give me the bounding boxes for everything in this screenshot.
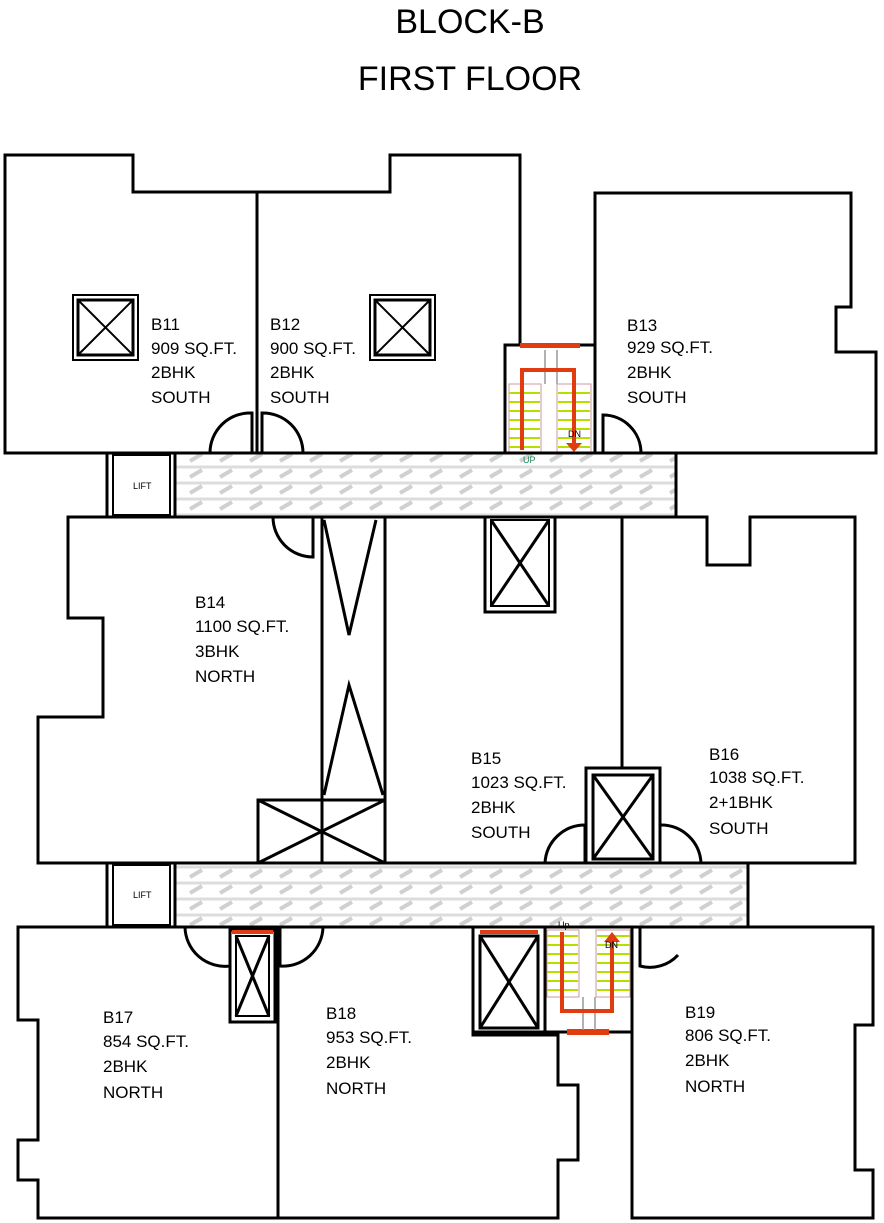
svg-text:B12: B12 bbox=[270, 315, 300, 334]
svg-text:B17: B17 bbox=[103, 1008, 133, 1027]
unit-b11-outline bbox=[3, 153, 259, 455]
lower-staircase: Up DN bbox=[543, 920, 634, 1035]
lower-stair-dn-label: DN bbox=[605, 940, 618, 950]
door-b12 bbox=[260, 411, 305, 454]
svg-text:3BHK: 3BHK bbox=[195, 642, 240, 661]
svg-text:SOUTH: SOUTH bbox=[151, 388, 211, 407]
svg-text:1100 SQ.FT.: 1100 SQ.FT. bbox=[195, 617, 289, 636]
svg-text:2BHK: 2BHK bbox=[471, 798, 516, 817]
unit-label-b12: B12 900 SQ.FT. 2BHK SOUTH bbox=[270, 315, 356, 407]
arrow-up-icon bbox=[604, 932, 620, 942]
svg-text:806 SQ.FT.: 806 SQ.FT. bbox=[685, 1026, 771, 1045]
duct-b12 bbox=[369, 294, 436, 361]
svg-text:2BHK: 2BHK bbox=[270, 363, 315, 382]
upper-stair-dn-label: DN bbox=[568, 429, 581, 439]
door-b15 bbox=[543, 823, 587, 864]
door-b19 bbox=[638, 927, 680, 969]
unit-b15-outline bbox=[385, 515, 624, 768]
door-b17 bbox=[183, 926, 232, 968]
svg-text:SOUTH: SOUTH bbox=[709, 819, 769, 838]
lift-lower-label: LIFT bbox=[133, 890, 152, 900]
svg-text:953 SQ.FT.: 953 SQ.FT. bbox=[326, 1028, 412, 1047]
svg-text:B15: B15 bbox=[471, 749, 501, 768]
svg-text:854 SQ.FT.: 854 SQ.FT. bbox=[103, 1032, 189, 1051]
unit-label-b13: B13 929 SQ.FT. 2BHK SOUTH bbox=[627, 316, 713, 407]
svg-text:2BHK: 2BHK bbox=[326, 1053, 371, 1072]
door-b14 bbox=[271, 516, 315, 559]
stair-arrow bbox=[520, 368, 576, 450]
svg-text:1023 SQ.FT.: 1023 SQ.FT. bbox=[471, 773, 566, 792]
svg-text:B13: B13 bbox=[627, 316, 657, 335]
block-title: BLOCK-B bbox=[395, 3, 544, 41]
lower-stair-up-label: Up bbox=[558, 920, 570, 930]
unit-b19-outline bbox=[630, 925, 875, 1220]
svg-text:2BHK: 2BHK bbox=[685, 1051, 730, 1070]
door-b11 bbox=[208, 411, 254, 454]
arrow-down-icon bbox=[566, 443, 582, 452]
elevator-mid-bottom bbox=[584, 766, 662, 865]
elevator-mid-top bbox=[483, 515, 557, 614]
door-b13 bbox=[601, 413, 643, 454]
svg-text:2BHK: 2BHK bbox=[151, 363, 196, 382]
svg-text:NORTH: NORTH bbox=[103, 1083, 163, 1102]
svg-text:NORTH: NORTH bbox=[685, 1077, 745, 1096]
unit-label-b17: B17 854 SQ.FT. 2BHK NORTH bbox=[103, 1008, 189, 1102]
svg-text:909 SQ.FT.: 909 SQ.FT. bbox=[151, 339, 237, 358]
svg-text:B18: B18 bbox=[326, 1004, 356, 1023]
upper-staircase: DN bbox=[503, 343, 597, 455]
unit-label-b14: B14 1100 SQ.FT. 3BHK NORTH bbox=[195, 593, 289, 686]
lift-upper-label: LIFT bbox=[133, 481, 152, 491]
door-b18 bbox=[278, 926, 325, 968]
svg-text:2+1BHK: 2+1BHK bbox=[709, 793, 773, 812]
unit-label-b19: B19 806 SQ.FT. 2BHK NORTH bbox=[685, 1003, 771, 1096]
unit-b13-outline bbox=[593, 191, 878, 455]
floor-title: FIRST FLOOR bbox=[358, 60, 582, 98]
svg-text:SOUTH: SOUTH bbox=[627, 388, 687, 407]
svg-text:1038 SQ.FT.: 1038 SQ.FT. bbox=[709, 768, 804, 787]
svg-text:NORTH: NORTH bbox=[326, 1079, 386, 1098]
svg-text:900 SQ.FT.: 900 SQ.FT. bbox=[270, 339, 356, 358]
svg-text:2BHK: 2BHK bbox=[103, 1057, 148, 1076]
svg-text:SOUTH: SOUTH bbox=[471, 823, 531, 842]
svg-text:B16: B16 bbox=[709, 745, 739, 764]
upper-stair-up-label: UP bbox=[523, 455, 536, 465]
svg-text:NORTH: NORTH bbox=[195, 667, 255, 686]
svg-text:SOUTH: SOUTH bbox=[270, 388, 330, 407]
svg-text:929 SQ.FT.: 929 SQ.FT. bbox=[627, 338, 713, 357]
svg-text:B19: B19 bbox=[685, 1003, 715, 1022]
lower-corridor bbox=[105, 861, 750, 929]
duct-b11 bbox=[72, 294, 139, 361]
svg-text:B14: B14 bbox=[195, 593, 225, 612]
elevator-b17 bbox=[228, 928, 277, 1024]
unit-label-b11: B11 909 SQ.FT. 2BHK SOUTH bbox=[151, 315, 237, 407]
door-b16 bbox=[660, 823, 703, 865]
unit-label-b15: B15 1023 SQ.FT. 2BHK SOUTH bbox=[471, 749, 566, 842]
elevator-b18 bbox=[471, 925, 547, 1034]
upper-corridor bbox=[105, 451, 678, 519]
shaft-b14 bbox=[256, 515, 387, 865]
svg-text:2BHK: 2BHK bbox=[627, 363, 672, 382]
unit-b12-outline bbox=[255, 153, 522, 455]
unit-label-b18: B18 953 SQ.FT. 2BHK NORTH bbox=[326, 1004, 412, 1098]
svg-text:B11: B11 bbox=[151, 315, 180, 334]
unit-label-b16: B16 1038 SQ.FT. 2+1BHK SOUTH bbox=[709, 745, 804, 838]
